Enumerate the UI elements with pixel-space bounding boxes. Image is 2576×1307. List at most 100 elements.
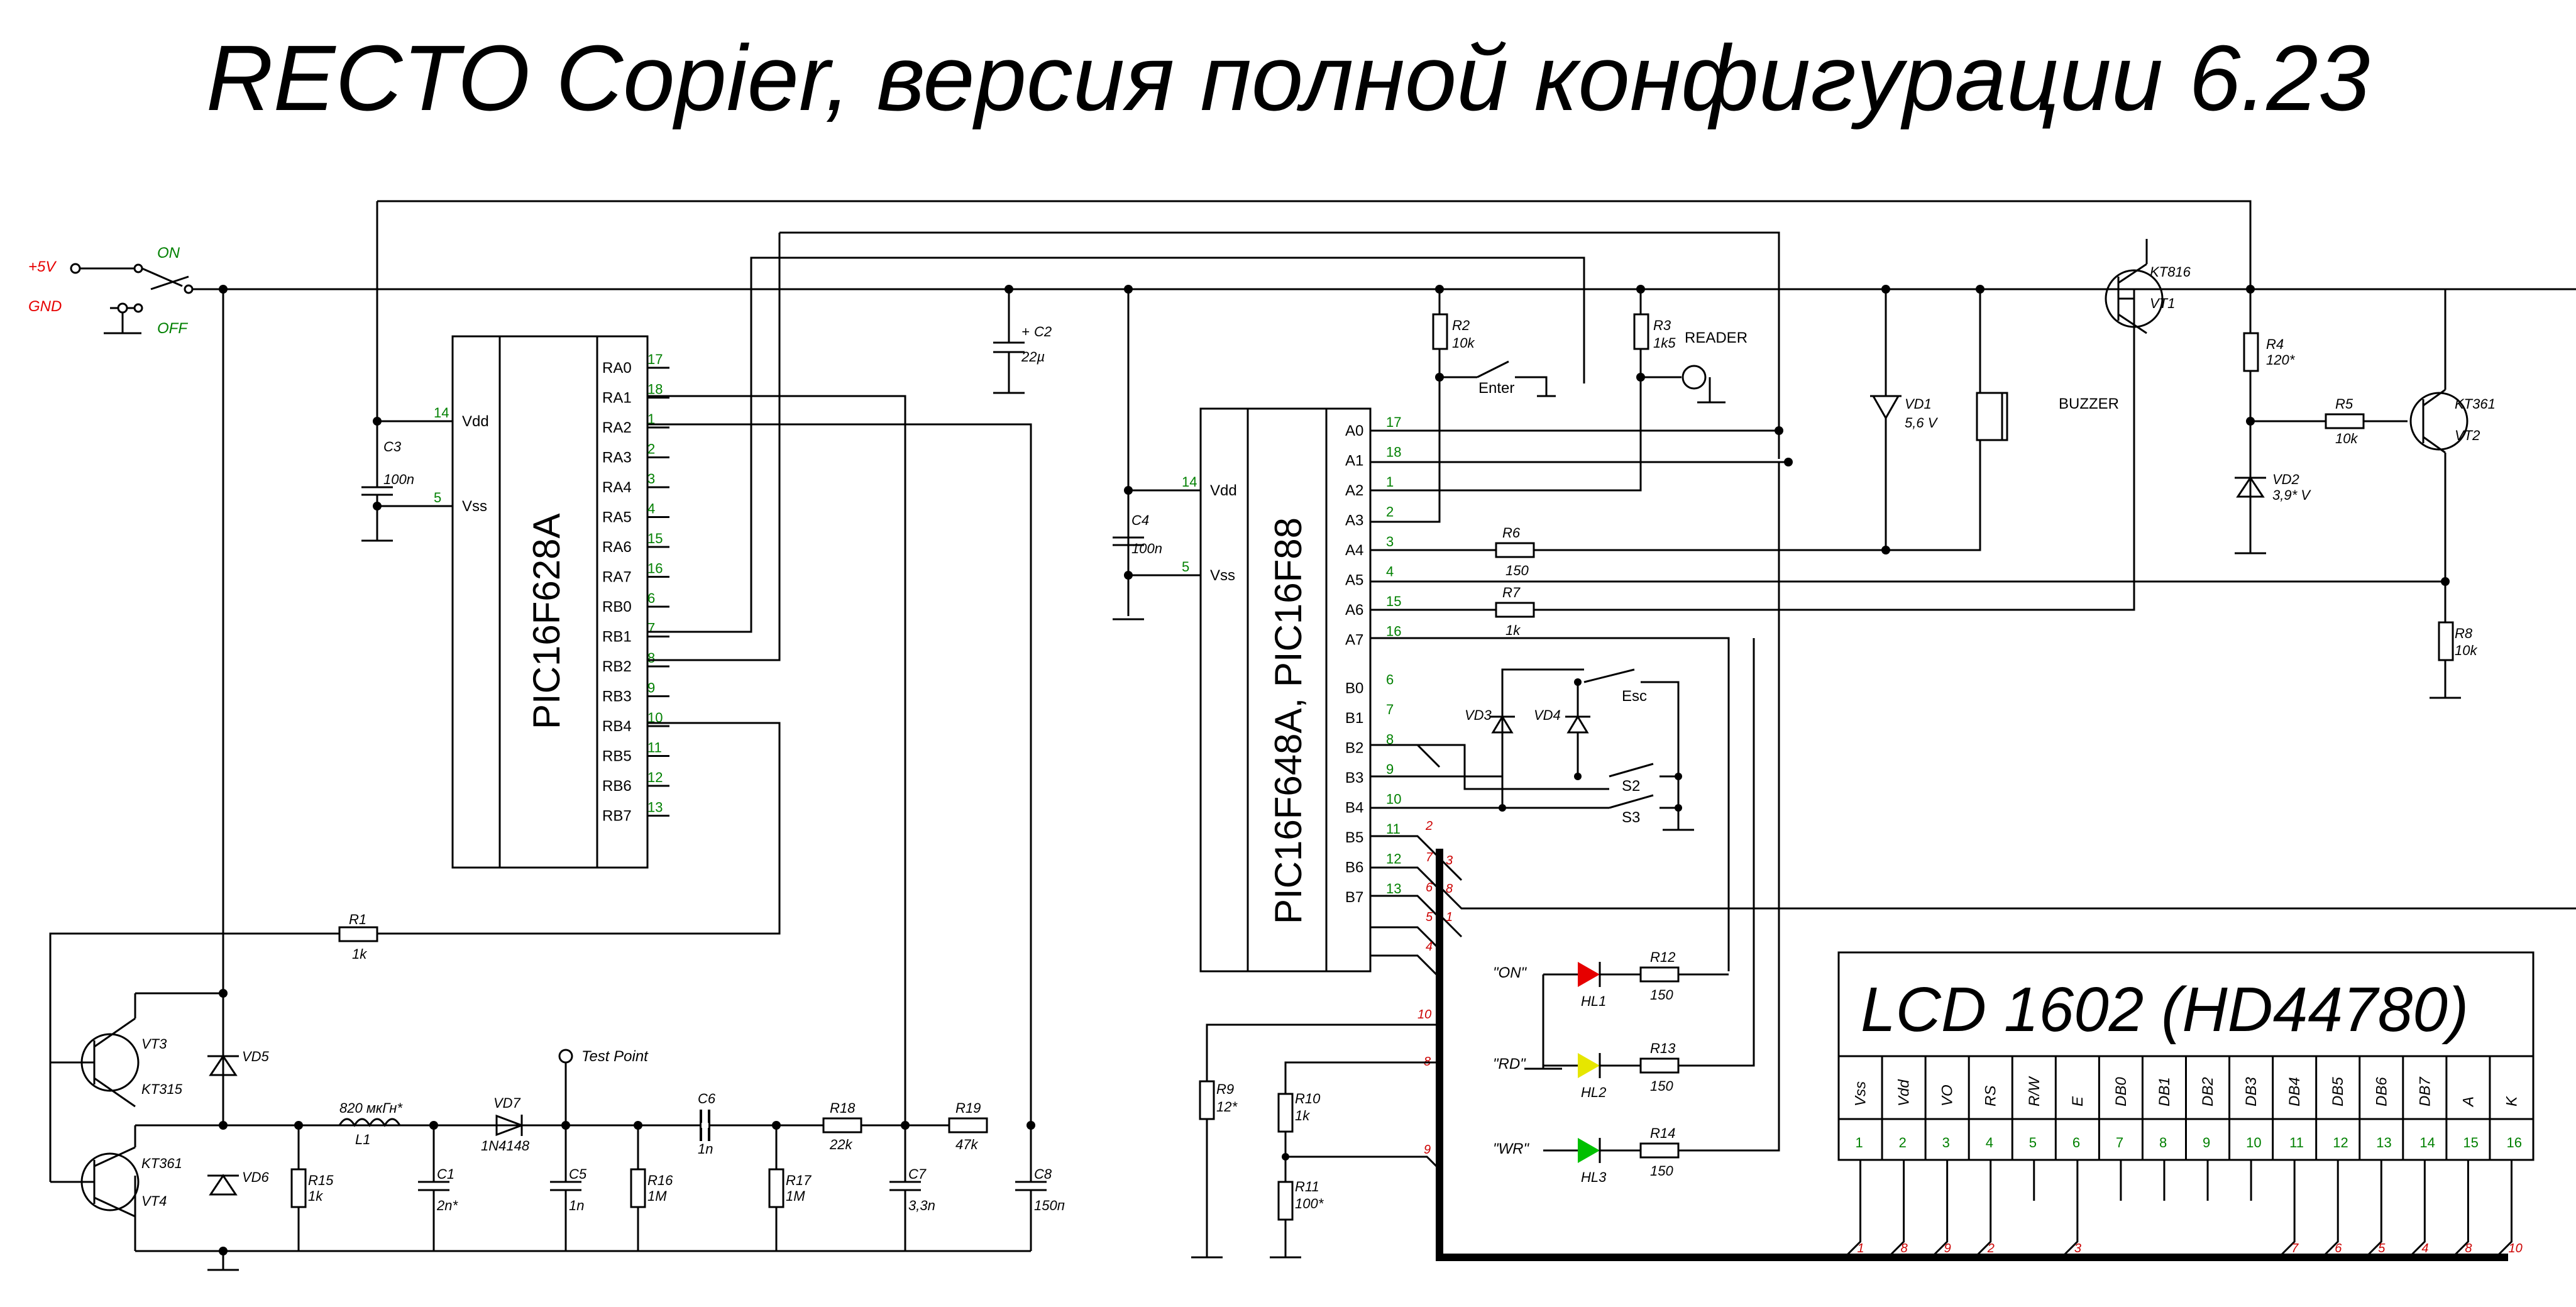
mcu1-power-pin-number: 14: [434, 405, 449, 421]
svg-text:R19: R19: [955, 1100, 981, 1116]
mcu2-pin-name: B6: [1345, 859, 1363, 876]
mcu2-name: PIC16F648A, PIC16F88: [1267, 517, 1309, 924]
mcu1-pin-number: 16: [647, 561, 663, 576]
contrast-resistors: R9 12* R10 1k R11 100*: [1191, 1023, 1441, 1259]
svg-text:READER: READER: [1685, 329, 1748, 346]
mcu1-power-pin-name: Vdd: [462, 413, 489, 430]
svg-text:10k: 10k: [2335, 431, 2358, 446]
lcd-bus-tap: 10: [2508, 1242, 2522, 1255]
mcu1-pin-number: 9: [647, 680, 655, 696]
mcu2-pin-number: 13: [1386, 881, 1401, 896]
r4-resistor: R4 120*: [2243, 214, 2296, 553]
lcd-pin-number: 11: [2289, 1135, 2304, 1150]
gnd-label: GND: [28, 298, 62, 315]
svg-text:R18: R18: [830, 1100, 856, 1116]
mcu1-pin-name: RA0: [602, 360, 632, 377]
lcd-pin-name: DB5: [2330, 1077, 2347, 1106]
mcu2-pin-name: A3: [1345, 512, 1363, 529]
mcu1-pin-name: RA6: [602, 539, 632, 556]
mcu1-pin-number: 15: [647, 531, 663, 546]
lcd-pin-name: E: [2069, 1096, 2086, 1106]
svg-text:8: 8: [1446, 882, 1453, 896]
power-section: +5V GND ON OFF: [28, 200, 2576, 459]
svg-text:Esc: Esc: [1622, 688, 1647, 705]
r3-resistor: R3 1k5: [1633, 285, 1676, 490]
svg-text:150: 150: [1505, 563, 1529, 578]
svg-text:R17: R17: [786, 1172, 812, 1188]
svg-text:R12: R12: [1650, 949, 1675, 965]
lcd-bus-tap: 3: [2074, 1242, 2081, 1255]
mcu2-chip: PIC16F648A, PIC16F88 A017A118A21A32A43A5…: [1182, 407, 1401, 973]
mcu2-pin-name: B7: [1345, 889, 1363, 906]
mcu2-pin-name: A1: [1345, 453, 1363, 470]
c3-capacitor: C3 100n: [361, 417, 453, 542]
mcu2-pin-number: 3: [1386, 534, 1394, 549]
lcd-pin-name: DB2: [2199, 1077, 2216, 1106]
svg-text:7: 7: [1426, 851, 1433, 864]
svg-text:12*: 12*: [1216, 1099, 1238, 1115]
buzzer: BUZZER: [1976, 285, 2119, 550]
lcd-pin-name: A: [2460, 1096, 2477, 1108]
mcu2-pin-number: 18: [1386, 444, 1401, 460]
svg-text:1n: 1n: [698, 1141, 713, 1157]
plus5v-terminal: [70, 263, 81, 274]
mcu2-pin-name: B2: [1345, 740, 1363, 757]
analog-frontend: VT3 KT315 KT361 VT4 VD5 VD6 R15 1k 820 м…: [49, 285, 1065, 1271]
lcd-bus-tap: 2: [1987, 1242, 1995, 1255]
mcu1-pin-name: RB5: [602, 748, 632, 765]
svg-text:R3: R3: [1653, 317, 1671, 333]
svg-text:KT361: KT361: [141, 1155, 182, 1171]
svg-text:1: 1: [1446, 910, 1453, 924]
svg-text:VD6: VD6: [242, 1169, 270, 1185]
mcu2-power-pin-number: 5: [1182, 559, 1189, 575]
svg-text:C4: C4: [1131, 512, 1149, 528]
lcd-pin-name: VO: [1939, 1084, 1956, 1106]
mcu1-pin-number: 8: [647, 650, 655, 666]
svg-text:S3: S3: [1622, 809, 1640, 826]
mcu2-pin-name: B1: [1345, 710, 1363, 727]
svg-text:3: 3: [1446, 854, 1453, 868]
svg-text:R11: R11: [1295, 1179, 1319, 1194]
lcd-pin-name: Vss: [1852, 1081, 1869, 1106]
mcu2-pin-name: A2: [1345, 482, 1363, 499]
svg-text:150: 150: [1650, 1163, 1673, 1179]
mcu1-pin-number: 1: [647, 411, 655, 427]
lcd-pin-number: 8: [2159, 1135, 2167, 1150]
svg-text:R7: R7: [1502, 585, 1521, 600]
mcu2-pin-number: 4: [1386, 564, 1394, 580]
svg-text:VD7: VD7: [493, 1095, 521, 1111]
svg-text:VT2: VT2: [2455, 427, 2480, 443]
mcu1-pin-number: 4: [647, 501, 655, 517]
enter-button: Enter: [1477, 360, 1556, 397]
mcu1-pin-number: 3: [647, 471, 655, 487]
svg-text:150: 150: [1650, 1078, 1673, 1094]
svg-text:1k5: 1k5: [1653, 335, 1676, 351]
lcd-pin-number: 9: [2203, 1135, 2210, 1150]
data-bus: 2 7 3 6 8 5 1 4 10 8 9: [1370, 744, 2576, 1261]
svg-text:5: 5: [1426, 910, 1433, 924]
svg-text:C1: C1: [437, 1166, 454, 1182]
svg-text:R16: R16: [647, 1172, 673, 1188]
led-hl3: "WR" HL3 R14 150: [1493, 462, 1780, 1185]
mcu1-name: PIC16F628A: [526, 513, 568, 729]
svg-text:10: 10: [1417, 1008, 1431, 1022]
svg-text:1k: 1k: [308, 1188, 323, 1204]
lcd-pin-number: 7: [2116, 1135, 2123, 1150]
svg-text:100n: 100n: [1131, 541, 1162, 556]
svg-text:BUZZER: BUZZER: [2059, 395, 2119, 412]
lcd-pin-number: 5: [2029, 1135, 2037, 1150]
mcu1-pin-number: 13: [647, 800, 663, 815]
mcu2-pin-name: B5: [1345, 829, 1363, 846]
svg-text:150: 150: [1650, 987, 1673, 1003]
svg-text:L1: L1: [355, 1132, 370, 1147]
svg-text:VD3: VD3: [1465, 707, 1492, 723]
mcu1-pin-name: RB4: [602, 718, 632, 735]
svg-text:R15: R15: [308, 1172, 334, 1188]
svg-text:100n: 100n: [383, 472, 414, 487]
svg-text:KT361: KT361: [2455, 396, 2496, 412]
mcu2-pin-number: 9: [1386, 761, 1394, 777]
svg-text:1n: 1n: [569, 1198, 584, 1213]
svg-text:1k: 1k: [352, 946, 367, 962]
lcd-bus-tap: 7: [2291, 1242, 2299, 1255]
